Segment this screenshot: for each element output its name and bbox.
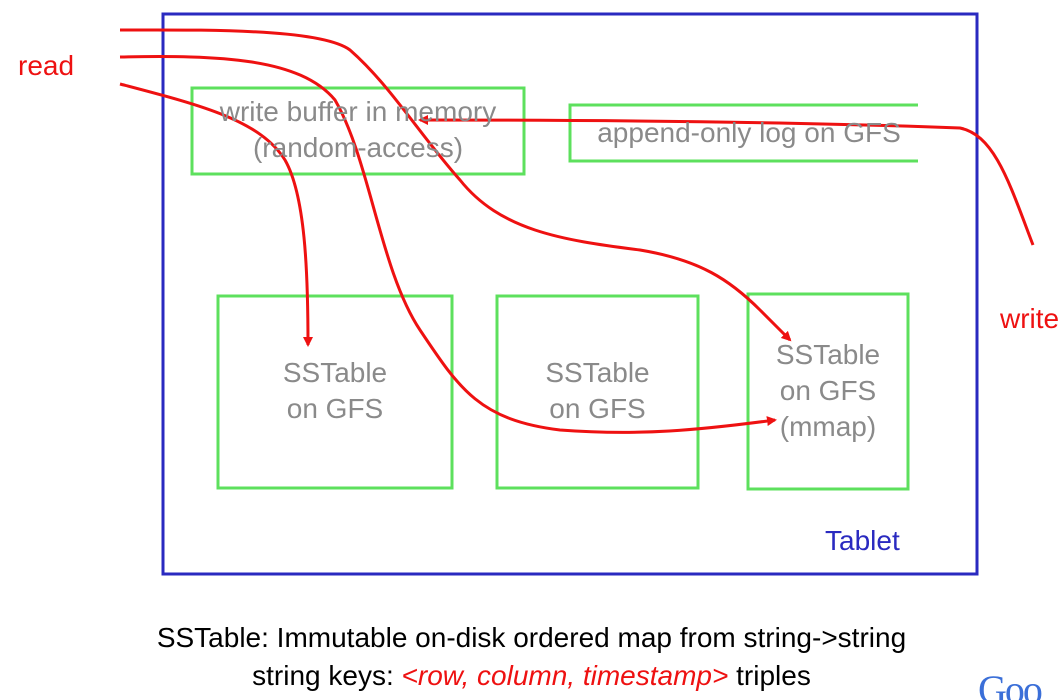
sstable1-line2: on GFS	[286, 393, 384, 424]
caption-line2: string keys: <row, column, timestamp> tr…	[0, 660, 1063, 692]
caption-line2-pre: string keys:	[252, 660, 402, 691]
sstable-box-3	[746, 292, 910, 491]
google-logo: Goo	[978, 670, 1063, 700]
sstable2-line1: SSTable	[545, 357, 650, 388]
read-label: read	[18, 50, 75, 81]
sstable2-line2: on GFS	[549, 393, 646, 424]
write-buffer-line1: write buffer in memory	[219, 96, 497, 127]
append-log-line1: append-only log on GFS	[597, 117, 901, 148]
write-arrow	[418, 115, 1035, 246]
tablet-box	[161, 12, 979, 576]
read-arrow-sstable3-top	[119, 28, 792, 342]
sstable2-text: SSTable on GFS	[497, 355, 698, 427]
append-log-text: append-only log on GFS	[572, 115, 926, 151]
sstable3-text: SSTable on GFS (mmap)	[748, 337, 908, 445]
write-buffer-box	[190, 86, 526, 176]
sstable-box-2	[495, 294, 700, 490]
write-label: write	[1000, 303, 1060, 334]
append-log-box	[568, 103, 918, 163]
caption-line2-emph: <row, column, timestamp>	[401, 660, 729, 691]
write-buffer-text: write buffer in memory (random-access)	[192, 94, 524, 166]
read-arrow-sstable1	[119, 82, 313, 347]
sstable-box-1	[216, 294, 454, 490]
sstable3-line2: on GFS	[779, 375, 877, 406]
caption-line1: SSTable: Immutable on-disk ordered map f…	[156, 622, 907, 653]
read-arrow-sstable3-low	[119, 55, 777, 434]
write-buffer-line2: (random-access)	[252, 132, 464, 163]
sstable3-line3: (mmap)	[779, 411, 877, 442]
sstable1-text: SSTable on GFS	[218, 355, 452, 427]
google-logo-text: Goo	[978, 670, 1043, 700]
caption-line2-post: triples	[728, 660, 811, 691]
sstable3-line1: SSTable	[775, 339, 881, 370]
tablet-label: Tablet	[825, 525, 900, 556]
sstable1-line1: SSTable	[282, 357, 388, 388]
